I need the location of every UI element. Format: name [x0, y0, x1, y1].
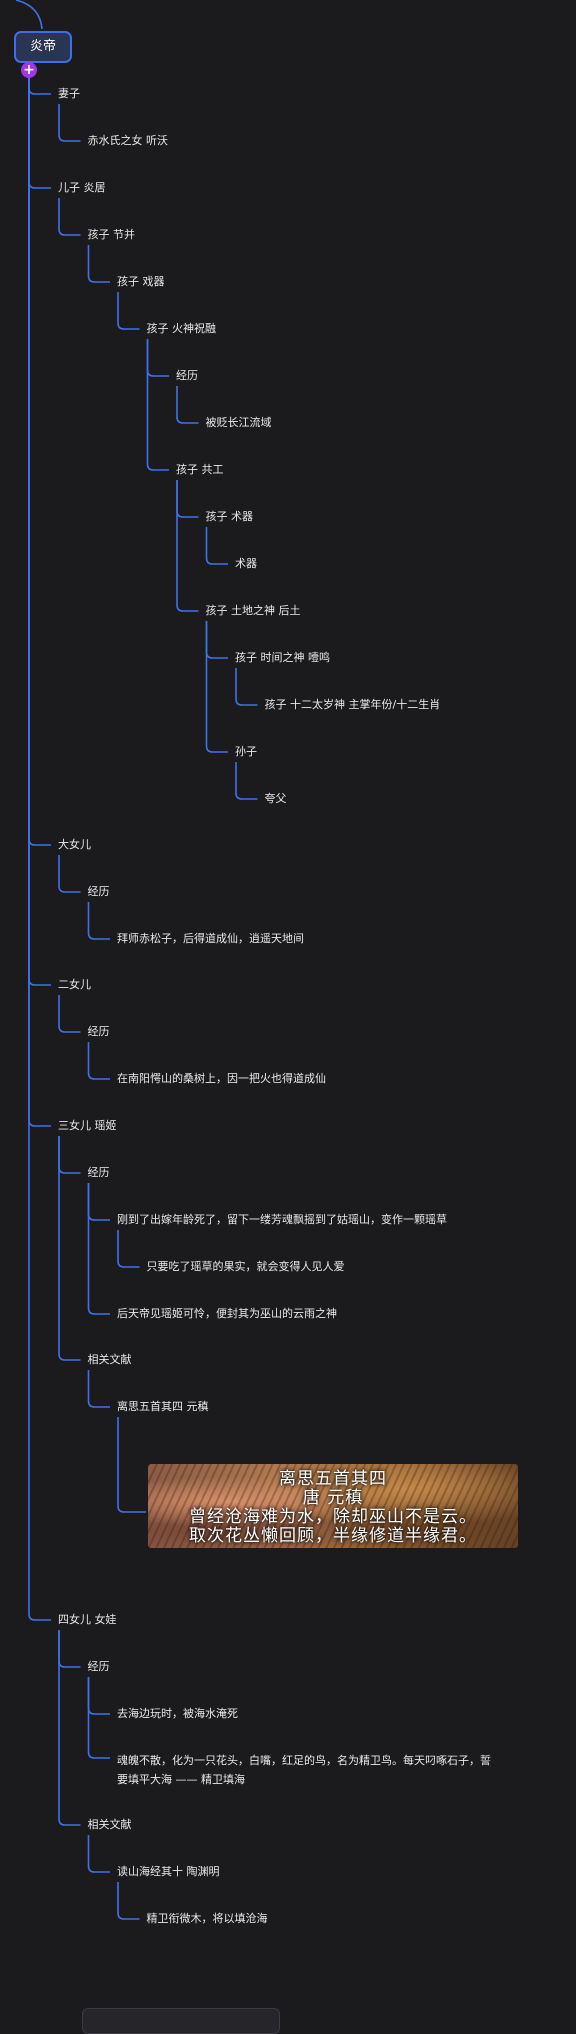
connector-line: [15, 0, 43, 30]
topic-node[interactable]: 后天帝见瑶姬可怜，便封其为巫山的云雨之神: [117, 1307, 337, 1320]
connector-line: [235, 762, 258, 800]
topic-node[interactable]: 相关文献: [87, 1818, 132, 1831]
connector-line: [146, 339, 169, 377]
poem-title: 离思五首其四: [279, 1469, 387, 1489]
connector-line: [58, 104, 81, 142]
connector-line: [28, 78, 51, 986]
poem-text: 离思五首其四 唐 元稹 曾经沧海难为水，除却巫山不是云。 取次花丛懒回顾，半缘修…: [148, 1464, 518, 1548]
topic-node[interactable]: 妻子: [58, 87, 80, 100]
connector-line: [58, 995, 81, 1033]
topic-node[interactable]: 在南阳愕山的桑树上，因一把火也得道成仙: [117, 1072, 326, 1085]
topic-node[interactable]: 拜师赤松子，后得道成仙，逍遥天地间: [117, 932, 304, 945]
topic-node[interactable]: 经历: [87, 1025, 110, 1038]
connector-line: [117, 1882, 140, 1920]
connector-line: [146, 339, 169, 471]
topic-node[interactable]: 经历: [87, 885, 110, 898]
root-node-label: 炎帝: [30, 39, 57, 54]
connector-line: [87, 1042, 110, 1080]
connector-line: [28, 78, 51, 95]
topic-node[interactable]: 孩子 十二太岁神 主掌年份/十二生肖: [264, 698, 441, 711]
connector-line: [87, 1835, 110, 1873]
topic-node[interactable]: 精卫衔微木，将以填沧海: [146, 1912, 268, 1925]
topic-node[interactable]: 术器: [235, 557, 257, 570]
connector-line: [28, 78, 51, 846]
topic-node[interactable]: 孙子: [235, 745, 257, 758]
topic-node[interactable]: 孩子 共工: [176, 463, 224, 476]
poem-image[interactable]: 离思五首其四 唐 元稹 曾经沧海难为水，除却巫山不是云。 取次花丛懒回顾，半缘修…: [148, 1464, 518, 1548]
connector-line: [58, 198, 81, 236]
topic-node[interactable]: 大女儿: [58, 838, 91, 851]
bottom-toolbar[interactable]: [82, 2008, 280, 2034]
connector-line: [58, 1630, 81, 1668]
root-node[interactable]: 炎帝: [14, 31, 73, 63]
connector-line: [58, 1630, 81, 1826]
topic-node[interactable]: 魂魄不散，化为一只花头，白嘴，红足的鸟，名为精卫鸟。每天叼啄石子，誓要填平大海 …: [117, 1754, 491, 1786]
connector-line: [87, 245, 110, 283]
connector-line: [28, 78, 51, 1127]
connector-line: [117, 1417, 146, 1513]
connector-line: [176, 480, 199, 612]
collapse-toggle-icon[interactable]: +: [21, 62, 37, 78]
topic-node[interactable]: 去海边玩时，被海水淹死: [117, 1707, 238, 1720]
poem-line-1: 曾经沧海难为水，除却巫山不是云。: [189, 1507, 477, 1527]
connector-line: [87, 1183, 110, 1221]
topic-node[interactable]: 经历: [176, 369, 198, 382]
topic-node[interactable]: 儿子 炎居: [58, 181, 106, 194]
topic-node[interactable]: 孩子 节并: [87, 228, 136, 241]
connector-line: [87, 1677, 110, 1759]
connector-line: [87, 1183, 110, 1315]
topic-node[interactable]: 二女儿: [58, 978, 91, 991]
topic-node[interactable]: 经历: [87, 1166, 110, 1179]
topic-node[interactable]: 经历: [87, 1660, 110, 1673]
connector-line: [235, 668, 258, 706]
connector-line: [117, 292, 140, 330]
connector-line: [205, 527, 228, 565]
topic-node[interactable]: 三女儿 瑶姬: [58, 1119, 117, 1132]
topic-node[interactable]: 孩子 时间之神 噎鸣: [235, 651, 330, 664]
connector-line: [87, 1370, 110, 1408]
connector-line: [205, 621, 228, 659]
topic-node[interactable]: 被贬长江流域: [205, 416, 272, 429]
connector-line: [28, 78, 51, 1621]
topic-node[interactable]: 只要吃了瑶草的果实，就会变得人见人爱: [146, 1260, 345, 1273]
topic-node[interactable]: 四女儿 女娃: [58, 1613, 117, 1626]
connector-line: [58, 1136, 81, 1361]
connector-line: [176, 480, 199, 518]
connector-line: [205, 621, 228, 753]
poem-line-2: 取次花丛懒回顾，半缘修道半缘君。: [189, 1526, 477, 1546]
topic-node[interactable]: 夸父: [264, 792, 287, 805]
topic-node[interactable]: 孩子 火神祝融: [146, 322, 217, 335]
topic-node[interactable]: 离思五首其四 元稹: [117, 1400, 209, 1413]
connector-line: [28, 78, 51, 189]
connector-line: [87, 902, 110, 940]
topic-node[interactable]: 读山海经其十 陶渊明: [117, 1865, 220, 1878]
connector-line: [58, 855, 81, 893]
topic-node[interactable]: 孩子 戏器: [117, 275, 165, 288]
topic-node[interactable]: 赤水氏之女 听沃: [87, 134, 169, 147]
connector-line: [87, 1677, 110, 1715]
connector-line: [58, 1136, 81, 1174]
topic-node[interactable]: 孩子 土地之神 后土: [205, 604, 301, 617]
topic-node[interactable]: 孩子 术器: [205, 510, 254, 523]
hair-texture: [148, 1464, 518, 1548]
topic-node[interactable]: 刚到了出嫁年龄死了，留下一缕芳魂飘摇到了姑瑶山，变作一颗瑶草: [117, 1213, 447, 1226]
poem-author: 唐 元稹: [302, 1488, 364, 1508]
topic-node[interactable]: 相关文献: [87, 1353, 132, 1366]
connector-line: [176, 386, 199, 424]
connector-line: [117, 1230, 140, 1268]
